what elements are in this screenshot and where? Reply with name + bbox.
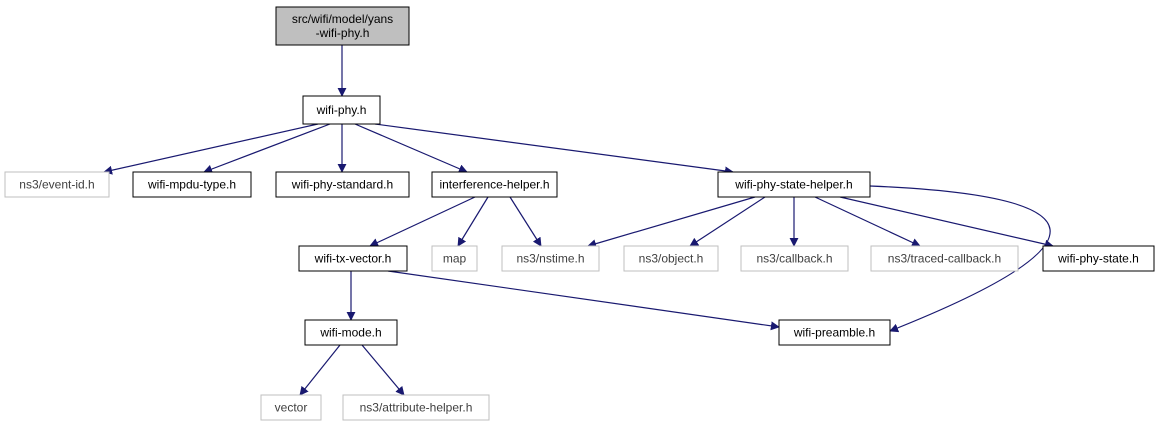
node-attribute-helper-label: ns3/attribute-helper.h	[360, 401, 473, 415]
node-vector[interactable]: vector	[260, 394, 322, 421]
node-vector-label: vector	[275, 401, 308, 415]
node-preamble-label: wifi-preamble.h	[793, 326, 875, 340]
edge-state-helper-to-object	[689, 196, 766, 247]
node-wifi-phy-box	[302, 95, 381, 125]
edge-wifi-phy-to-state-helper	[374, 123, 734, 176]
node-mpdu-type-box	[132, 171, 252, 198]
node-callback-label: ns3/callback.h	[756, 252, 832, 266]
node-wifi-mode[interactable]: wifi-mode.h	[304, 319, 398, 346]
node-state-helper-box	[717, 171, 871, 198]
node-wifi-phy[interactable]: wifi-phy.h	[302, 95, 381, 125]
node-callback-box	[740, 245, 849, 272]
node-phy-state-box	[1042, 245, 1155, 272]
node-root-label: src/wifi/model/yans	[292, 12, 393, 26]
edge-interference-to-tx-vector	[369, 196, 476, 247]
node-preamble[interactable]: wifi-preamble.h	[778, 319, 891, 346]
node-traced-callback-label: ns3/traced-callback.h	[888, 252, 1001, 266]
edge-tx-vector-to-preamble	[387, 270, 780, 331]
node-tx-vector-box	[298, 245, 408, 272]
node-event-id-box	[4, 171, 110, 198]
edge-wifi-phy-to-event-id	[103, 123, 319, 175]
edge-state-helper-to-preamble	[869, 185, 1051, 333]
node-nstime-box	[501, 245, 600, 272]
edge-wifi-phy-to-interference	[354, 123, 468, 173]
node-phy-state-label: wifi-phy-state.h	[1057, 252, 1139, 266]
node-preamble-box	[778, 319, 891, 346]
edge-interference-to-map	[457, 196, 489, 247]
node-object[interactable]: ns3/object.h	[623, 245, 719, 272]
node-map-label: map	[443, 252, 467, 266]
node-wifi-mode-label: wifi-mode.h	[319, 326, 381, 340]
edge-state-helper-to-phy-state	[839, 196, 1054, 249]
node-state-helper-label: wifi-phy-state-helper.h	[734, 178, 852, 192]
edges-layer	[103, 45, 1054, 396]
node-attribute-helper-box	[342, 394, 490, 421]
node-state-helper[interactable]: wifi-phy-state-helper.h	[717, 171, 871, 198]
edge-wifi-mode-to-vector	[299, 344, 341, 396]
node-traced-callback-box	[870, 245, 1019, 272]
edge-wifi-phy-to-mpdu-type	[203, 123, 331, 174]
node-event-id[interactable]: ns3/event-id.h	[4, 171, 110, 198]
node-nstime[interactable]: ns3/nstime.h	[501, 245, 600, 272]
node-event-id-label: ns3/event-id.h	[19, 178, 94, 192]
node-object-box	[623, 245, 719, 272]
node-phy-standard[interactable]: wifi-phy-standard.h	[275, 171, 410, 198]
node-tx-vector-label: wifi-tx-vector.h	[314, 252, 392, 266]
nodes-layer: src/wifi/model/yans-wifi-phy.h wifi-phy.h…	[4, 6, 1155, 421]
node-wifi-mode-box	[304, 319, 398, 346]
node-root-box	[275, 6, 410, 46]
node-phy-state[interactable]: wifi-phy-state.h	[1042, 245, 1155, 272]
node-phy-standard-box	[275, 171, 410, 198]
node-interference-box	[431, 171, 558, 198]
node-phy-standard-label: wifi-phy-standard.h	[291, 178, 393, 192]
edge-state-helper-to-nstime	[587, 196, 756, 249]
node-map[interactable]: map	[431, 245, 478, 272]
node-nstime-label: ns3/nstime.h	[516, 252, 584, 266]
node-interference-label: interference-helper.h	[439, 178, 549, 192]
node-object-label: ns3/object.h	[639, 252, 704, 266]
node-mpdu-type[interactable]: wifi-mpdu-type.h	[132, 171, 252, 198]
node-callback[interactable]: ns3/callback.h	[740, 245, 849, 272]
edge-state-helper-to-traced-callback	[814, 196, 921, 247]
node-attribute-helper[interactable]: ns3/attribute-helper.h	[342, 394, 490, 421]
node-traced-callback[interactable]: ns3/traced-callback.h	[870, 245, 1019, 272]
node-mpdu-type-label: wifi-mpdu-type.h	[147, 178, 236, 192]
node-map-box	[431, 245, 478, 272]
node-root: src/wifi/model/yans-wifi-phy.h	[275, 6, 410, 46]
node-root-label: -wifi-phy.h	[316, 26, 370, 40]
node-interference[interactable]: interference-helper.h	[431, 171, 558, 198]
edge-wifi-mode-to-attribute-helper	[361, 344, 405, 396]
edge-interference-to-nstime	[509, 196, 542, 247]
node-vector-box	[260, 394, 322, 421]
node-tx-vector[interactable]: wifi-tx-vector.h	[298, 245, 408, 272]
node-wifi-phy-label: wifi-phy.h	[316, 103, 367, 117]
